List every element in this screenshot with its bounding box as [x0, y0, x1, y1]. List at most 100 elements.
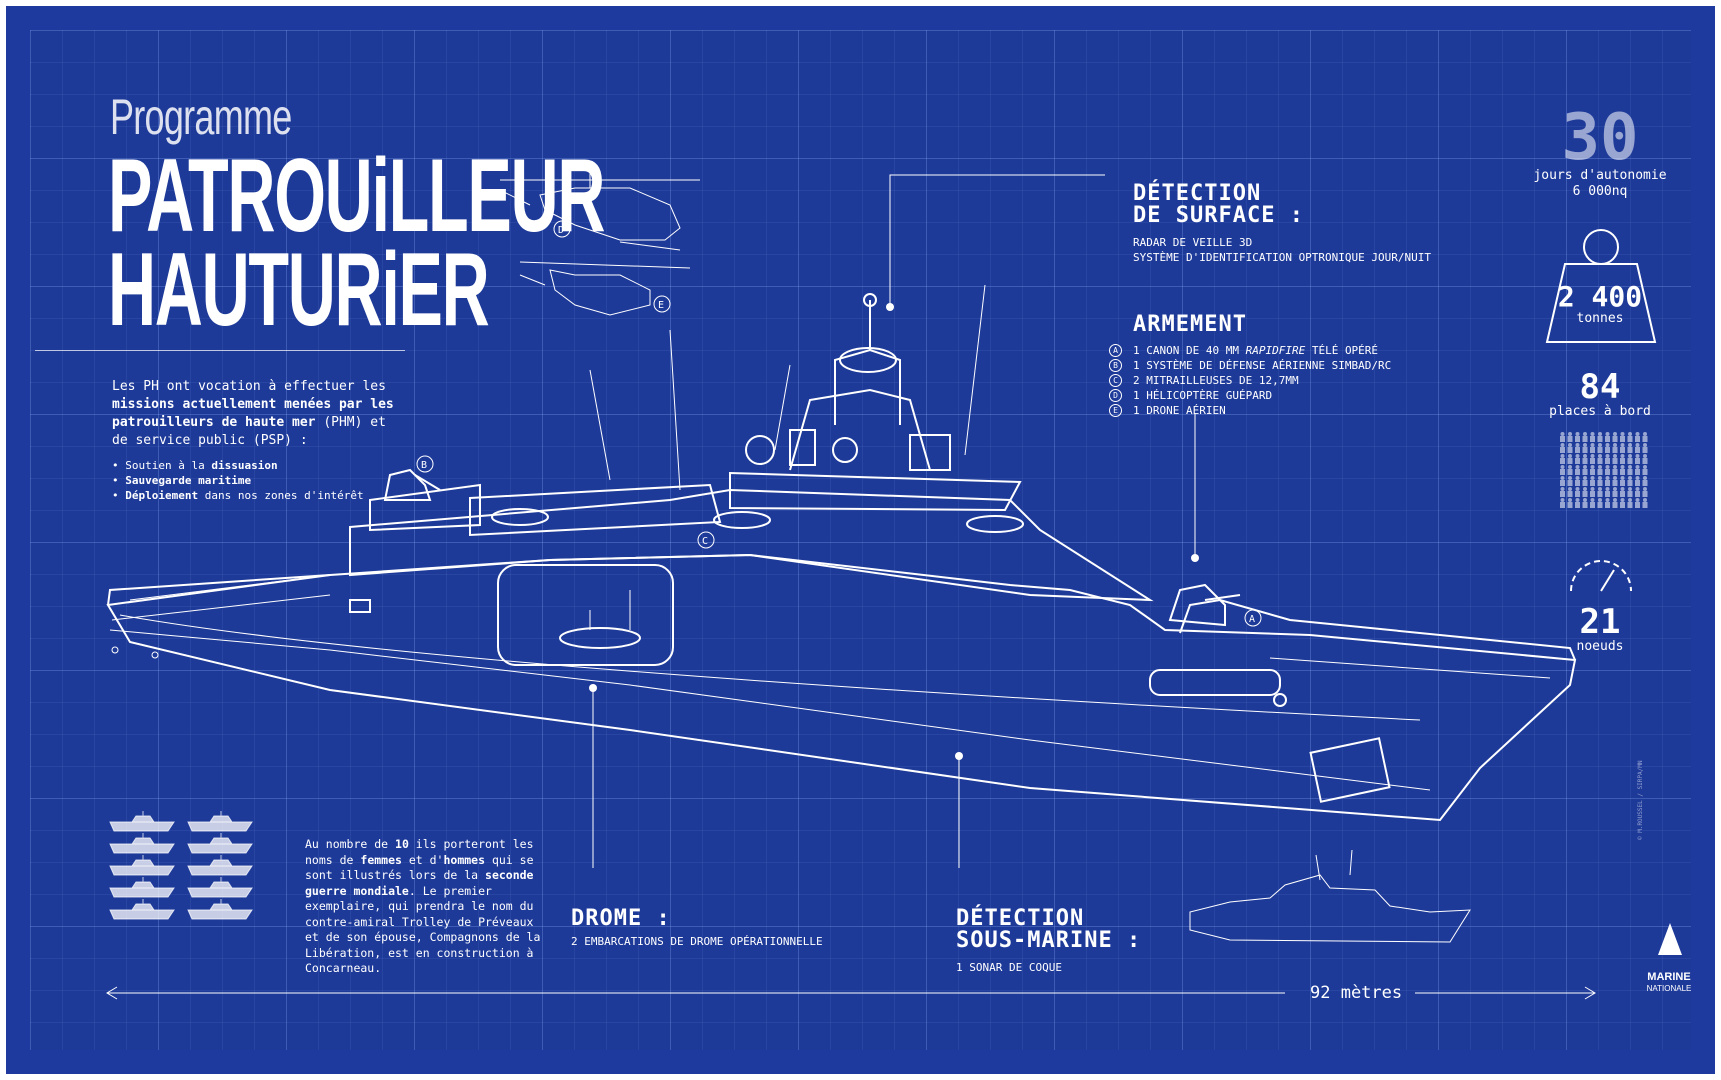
marker-a: A — [1249, 614, 1255, 625]
crew-icon-head — [1568, 498, 1572, 502]
armament-text: 1 HÉLICOPTÈRE GUÉPARD — [1133, 389, 1273, 402]
fleet-ship-icon — [109, 833, 175, 854]
tonnage-value: 2 400 — [1557, 280, 1643, 313]
crew-icon-head — [1598, 443, 1602, 447]
crew-icon-body — [1612, 447, 1618, 453]
crew-icon-body — [1642, 436, 1648, 442]
title-divider — [35, 350, 405, 351]
surface-detection-list: RADAR DE VEILLE 3D SYSTÈME D'IDENTIFICAT… — [1133, 235, 1431, 265]
fleet-ship-icon — [187, 833, 253, 854]
crew-icon-head — [1628, 465, 1632, 469]
autonomy-value: 30 — [1561, 101, 1639, 175]
intro-part-1: Les PH ont vocation à effectuer les — [112, 379, 386, 394]
crew-icon-head — [1575, 432, 1580, 436]
length-dimension — [106, 986, 1596, 1000]
marker-d: D — [558, 225, 564, 236]
crew-icon-head — [1643, 454, 1647, 458]
title-line-2: HAUTURiER — [108, 232, 490, 348]
crew-icon-head — [1590, 465, 1595, 469]
crew-icon-body — [1567, 480, 1573, 486]
crew-icon-head — [1635, 476, 1640, 480]
crew-icon-body — [1605, 447, 1610, 453]
crew-icon-head — [1568, 465, 1572, 469]
crew-icon-head — [1590, 454, 1595, 458]
crew-icon-body — [1627, 447, 1633, 453]
surface-detection-heading: DÉTECTION DE SURFACE : — [1133, 183, 1373, 227]
role-bold: dissuasion — [211, 459, 278, 472]
crew-icon-body — [1620, 480, 1625, 486]
crew-icon-head — [1635, 432, 1640, 436]
crew-icon-head — [1560, 487, 1565, 491]
crew-icon-body — [1642, 502, 1648, 508]
crew-icon-body — [1567, 447, 1573, 453]
crew-icon-head — [1568, 487, 1572, 491]
autonomy-stat: 30 jours d'autonomie 6 000nq — [1530, 101, 1670, 200]
armament-letter: B — [1109, 359, 1122, 372]
crew-icon-head — [1575, 443, 1580, 447]
crew-icon-body — [1642, 469, 1648, 475]
crew-icon-body — [1605, 458, 1610, 464]
crew-icon-head — [1613, 443, 1617, 447]
names-text-part: qui se sont illustrés lors de la — [305, 852, 534, 883]
armament-text: TÉLÉ OPÉRÉ — [1305, 344, 1379, 357]
crew-icon-head — [1605, 432, 1610, 436]
crew-icon-head — [1568, 476, 1572, 480]
photo-credit: © M.ROUSSEL / SIRPA/MN — [1637, 760, 1644, 840]
callout-lines — [589, 174, 1199, 868]
helicopter-drawing — [499, 170, 700, 316]
crew-icon-body — [1642, 458, 1648, 464]
names-text-part: . Le premier exemplaire, qui prendra le … — [305, 883, 541, 976]
title-prefix: Programme — [110, 89, 292, 145]
crew-icon-body — [1560, 502, 1565, 508]
surface-heading-line-1: DÉTECTION — [1133, 181, 1262, 206]
crew-icon-body — [1582, 447, 1588, 453]
crew-icon-body — [1620, 436, 1625, 442]
crew-icon-head — [1613, 476, 1617, 480]
crew-icon-body — [1590, 480, 1595, 486]
crew-icon-head — [1568, 432, 1572, 436]
crew-icon-body — [1582, 480, 1588, 486]
fleet-ship-icon — [187, 877, 253, 898]
crew-icon-body — [1635, 447, 1640, 453]
names-bold-part: seconde guerre mondiale — [305, 868, 534, 898]
armament-emphasis: RAPIDFIRE — [1245, 344, 1306, 357]
intro-part-2: (PHM) et de service public (PSP) : — [112, 415, 386, 448]
crew-icon-head — [1590, 432, 1595, 436]
crew-icon-head — [1598, 454, 1602, 458]
surface-item: SYSTÈME D'IDENTIFICATION OPTRONIQUE JOUR… — [1133, 251, 1432, 264]
marker-e: E — [658, 300, 664, 311]
crew-icon-body — [1605, 469, 1610, 475]
surface-item: RADAR DE VEILLE 3D — [1133, 236, 1253, 249]
crew-icon-body — [1597, 447, 1603, 453]
crew-icon-body — [1567, 491, 1573, 497]
crew-icon-body — [1597, 436, 1603, 442]
crew-icon-body — [1627, 480, 1633, 486]
crew-icon-body — [1597, 480, 1603, 486]
crew-icon-body — [1597, 458, 1603, 464]
crew-icon-body — [1612, 458, 1618, 464]
crew-icon-head — [1643, 432, 1647, 436]
crew-icon-head — [1643, 443, 1647, 447]
fleet-icons — [109, 811, 253, 920]
ship-silhouette — [1189, 849, 1471, 943]
underwater-heading-line-1: DÉTECTION — [956, 906, 1085, 931]
role-text: Soutien à la — [125, 459, 212, 472]
crew-icon-head — [1598, 487, 1602, 491]
blueprint-board: B C D E A — [30, 30, 1691, 1050]
crew-icon-head — [1628, 487, 1632, 491]
crew-icon-body — [1582, 469, 1588, 475]
ship-names-text: Au nombre de 10 ils porteront les noms d… — [305, 837, 545, 977]
role-bold: Déploiement — [125, 489, 199, 502]
crew-icon-head — [1635, 465, 1640, 469]
armament-heading: ARMEMENT — [1133, 312, 1247, 337]
crew-icon-body — [1575, 491, 1580, 497]
crew-icon-head — [1560, 443, 1565, 447]
crew-icon-head — [1605, 498, 1610, 502]
crew-icon-head — [1635, 498, 1640, 502]
crew-icon-body — [1590, 469, 1595, 475]
crew-icons — [1560, 432, 1648, 508]
crew-icon-body — [1567, 458, 1573, 464]
crew-icon-body — [1560, 447, 1565, 453]
